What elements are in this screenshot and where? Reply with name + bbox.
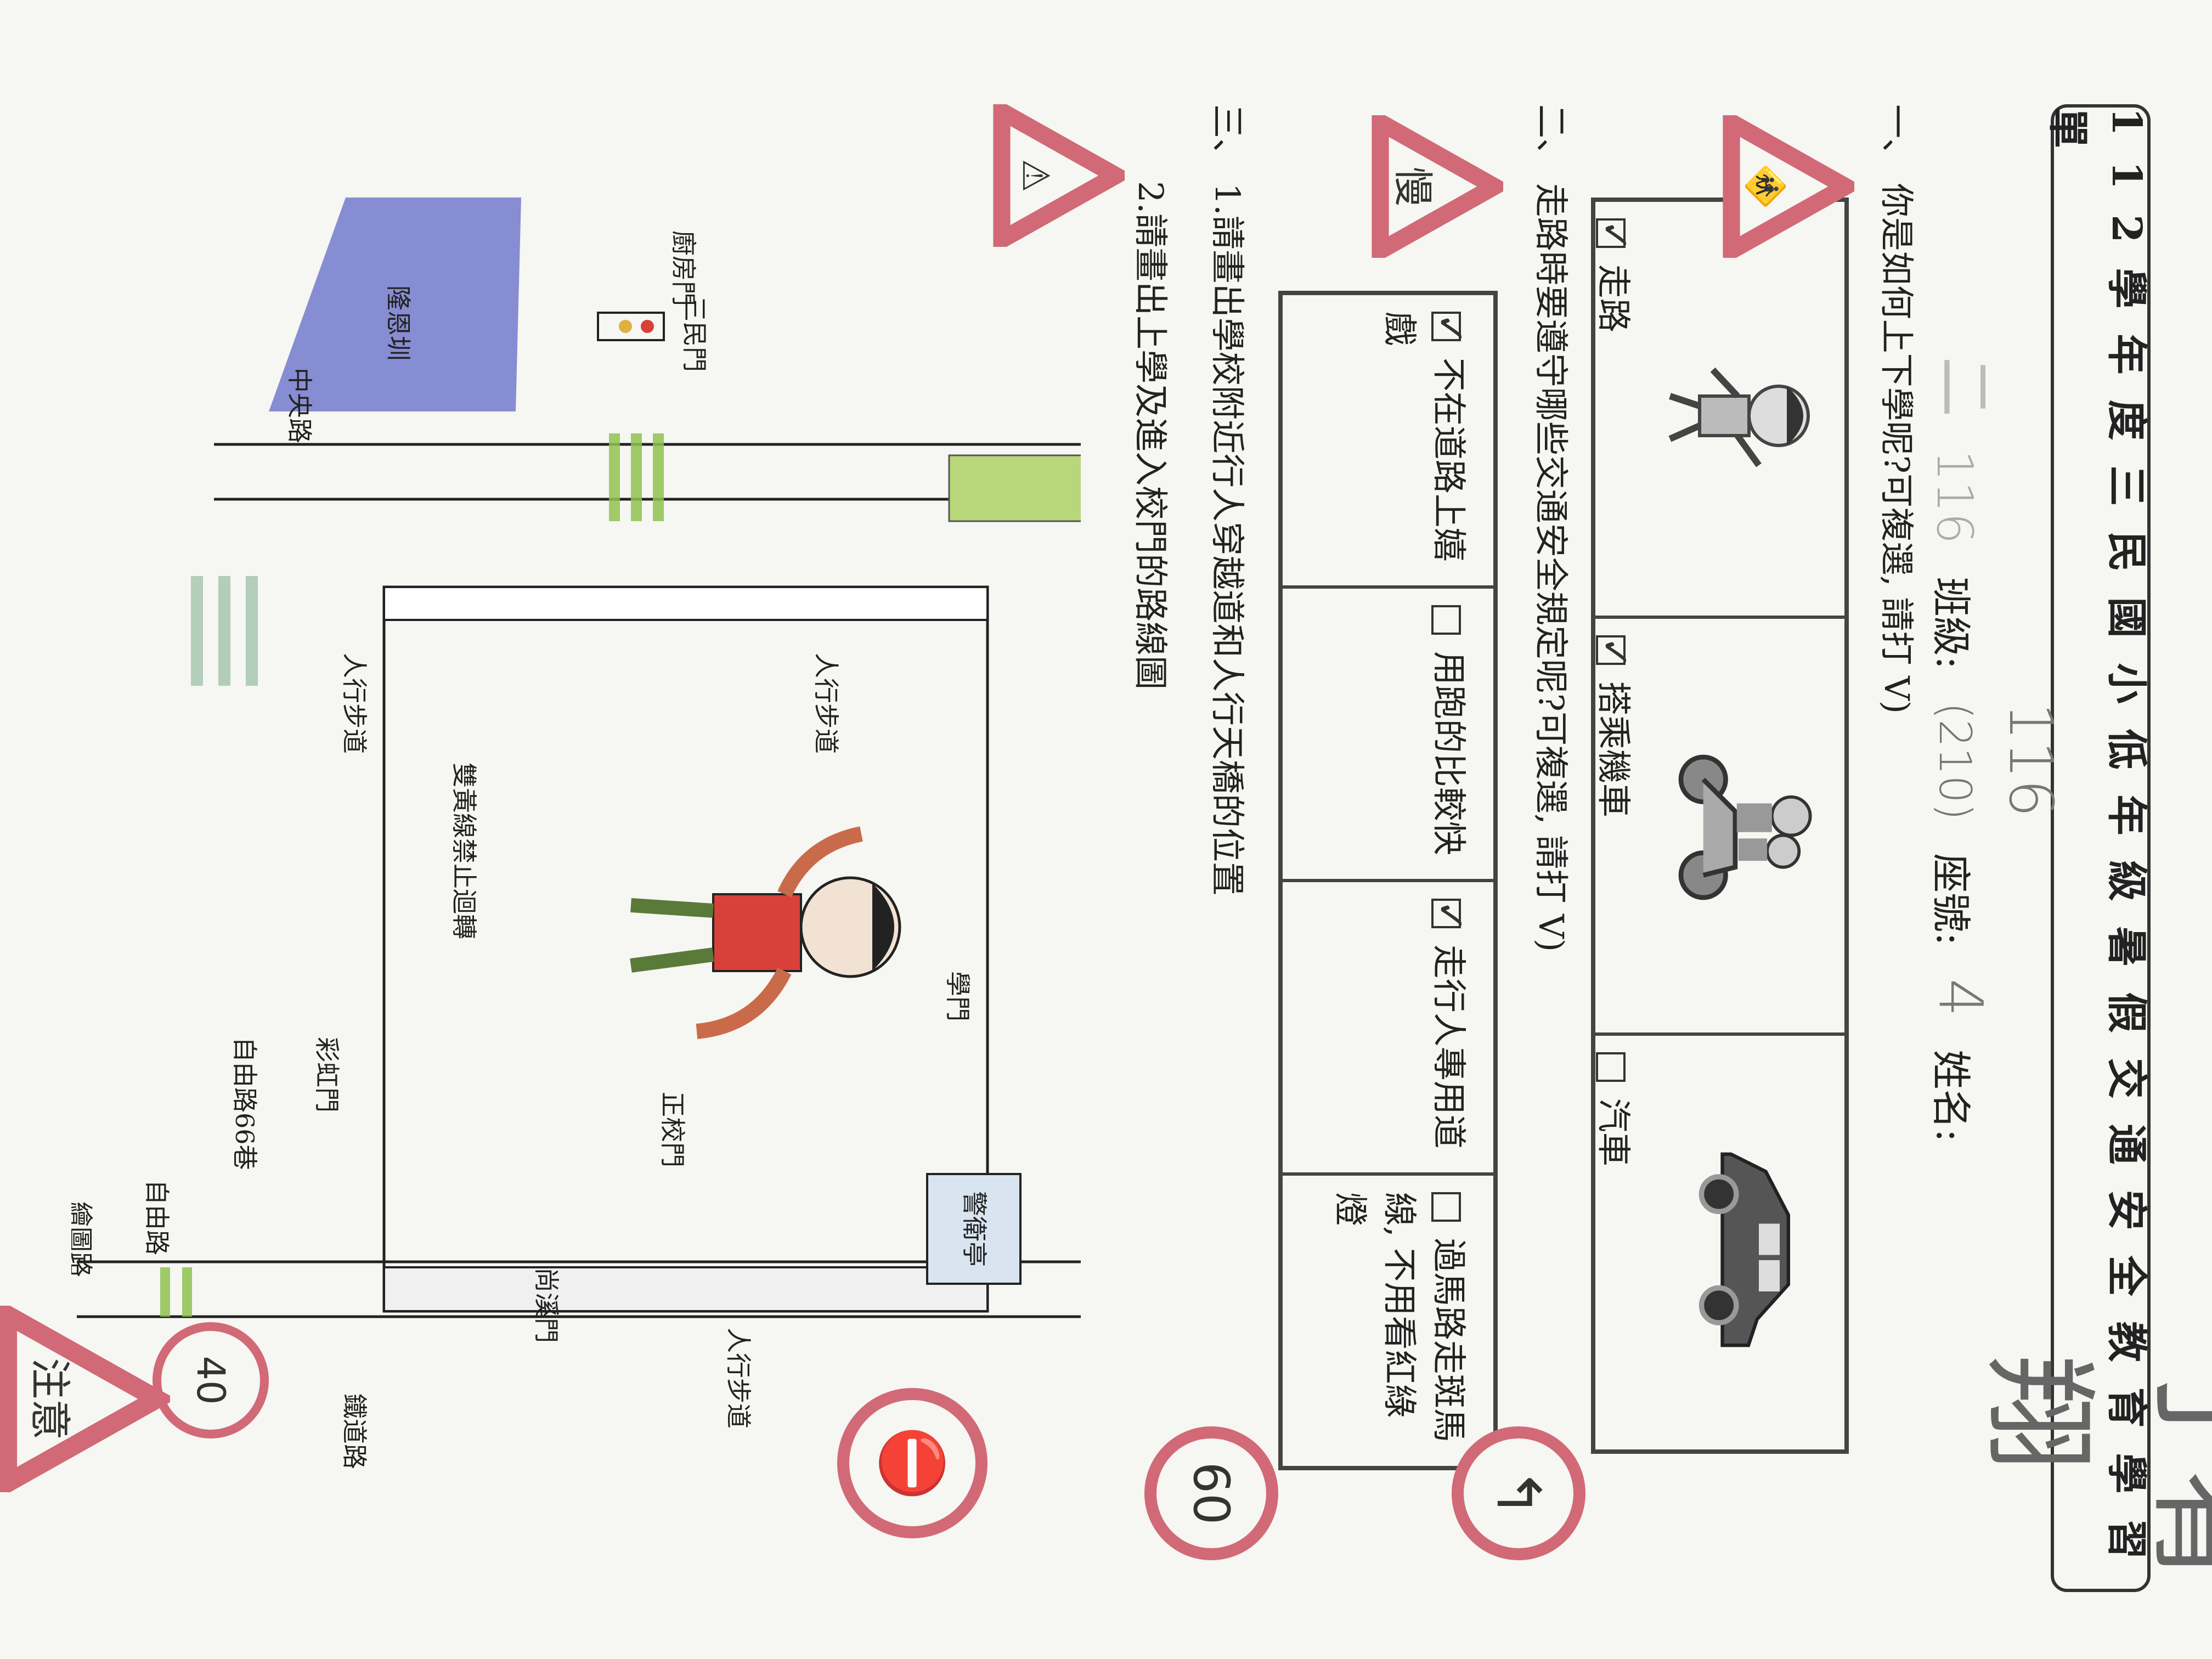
school-route-map: 隆恩圳 中央路 人行步道 人行步道 人行步道 雙 xyxy=(71,198,1081,1469)
checkbox-q2-1[interactable] xyxy=(1431,312,1462,341)
warning-triangle-sign-1: 🚸 xyxy=(1723,115,1854,258)
crosswalk-3 xyxy=(160,1267,192,1317)
checkbox-q2-2[interactable] xyxy=(1431,605,1462,635)
road-zhongyang: 中央路 xyxy=(285,368,314,443)
car-icon xyxy=(1699,1152,1790,1347)
stamp-mark: 二 xyxy=(1929,357,1999,417)
q2-option-3[interactable]: 走行人專用道 xyxy=(1281,881,1495,1174)
checkbox-car[interactable] xyxy=(1596,1052,1626,1082)
walking-boy-icon xyxy=(1668,367,1810,467)
question-2: 二、 走路時要遵守哪些交通安全規定呢?可複選, 請打 V) xyxy=(1531,104,1571,952)
q1-option-walk[interactable]: 走路 xyxy=(1594,200,1846,617)
road-ziyou-lane-label: 自由路66巷 xyxy=(230,1037,259,1170)
slow-sign-text: 慢 xyxy=(1389,167,1436,207)
gate-xiaoxi-label: 尚溪門 xyxy=(532,1267,561,1343)
warning-sign-text: 注意 xyxy=(26,1358,74,1440)
no-turn-sign: ↰ xyxy=(1452,1426,1585,1560)
question-1: 一、 你是如何上下學呢?可複選, 請打 V) xyxy=(1877,104,1917,714)
seat-label: 座號: xyxy=(1928,853,1974,946)
q1-option-car[interactable]: 汽車 xyxy=(1594,1034,1846,1451)
child-drawing xyxy=(630,826,901,1039)
class-handwritten: 116 xyxy=(1926,450,1983,544)
q2-option-1[interactable]: 不在道路上嬉戲 xyxy=(1281,294,1495,587)
guard-booth xyxy=(926,1173,1022,1285)
worksheet: 112學年度三民國小低年級暑假交通安全教育學習單 丁宥翔 二 116 班級: 1… xyxy=(0,82,2212,1592)
crosswalk-2 xyxy=(191,576,258,686)
question-3-2: 2.請畫出上學及進入校門的路線圖 xyxy=(1131,181,1171,690)
gate-kitchen-label: 廚房門 xyxy=(669,230,698,306)
sidewalk-strip xyxy=(383,1266,989,1312)
checkbox-walk[interactable] xyxy=(1596,218,1626,248)
no-uturn-label: 雙黃線禁止迴轉 xyxy=(449,763,479,939)
canal-area xyxy=(269,198,521,411)
speed-limit-60-sign: 60 xyxy=(1144,1426,1278,1560)
checkbox-q2-4[interactable] xyxy=(1431,1192,1462,1222)
crosswalk-1 xyxy=(609,433,664,521)
question-3: 三、 1.請畫出學校附近行人穿越道和人行天橋的位置 xyxy=(1207,104,1248,896)
q2-options-grid: 不在道路上嬉戲 用跑的比較快 走行人專用道 過馬路走斑馬線, 不用看紅綠燈 xyxy=(1278,291,1498,1470)
name-label: 姓名: xyxy=(1928,1049,1974,1142)
svg-text:⚠: ⚠ xyxy=(1014,159,1058,193)
warning-triangle-sign-2: 慢 xyxy=(1372,115,1503,258)
road-tiedao-label: 鐵道路 xyxy=(340,1393,369,1469)
student-info: 二 116 班級: 116 (210) 座號: 4 姓名: xyxy=(1926,357,2066,1564)
gate-sanmin-label: 三民門 xyxy=(680,296,709,372)
booth-label: 警衛亭 xyxy=(960,1191,989,1267)
scooter-icon xyxy=(1678,754,1812,900)
canal-label: 隆恩圳 xyxy=(383,285,413,361)
class-value: 116 (210) xyxy=(1929,702,2066,821)
checkbox-scooter[interactable] xyxy=(1596,635,1626,665)
sidewalk-label-2: 人行步道 xyxy=(340,653,369,754)
class-label: 班級: xyxy=(1928,577,1974,670)
seat-value: 4 xyxy=(1926,978,1996,1017)
sidewalk-strip xyxy=(383,586,989,621)
gate-main-label: 正校門 xyxy=(658,1092,687,1167)
warning-triangle-sign-3: ⚠ xyxy=(993,104,1125,247)
student-gate-label: 學門 xyxy=(943,971,973,1022)
q2-option-4[interactable]: 過馬路走斑馬線, 不用看紅綠燈 xyxy=(1281,1174,1495,1468)
checkbox-q2-3[interactable] xyxy=(1431,899,1462,928)
sidewalk-label-3: 人行步道 xyxy=(724,1328,753,1429)
school-block xyxy=(382,585,989,1313)
road-ziyou-label: 自由路 xyxy=(142,1180,172,1255)
pedestrian-bridge xyxy=(948,454,1081,522)
q1-option-scooter[interactable]: 搭乘機車 xyxy=(1594,617,1846,1034)
q1-options-grid: 走路 搭乘機車 xyxy=(1591,198,1849,1454)
gate-rainbow-label: 彩虹門 xyxy=(312,1037,342,1113)
q2-option-2[interactable]: 用跑的比較快 xyxy=(1281,587,1495,881)
road-huitu-label: 繪圖路 xyxy=(71,1201,95,1277)
sidewalk-label-1: 人行步道 xyxy=(811,653,841,754)
svg-text:🚸: 🚸 xyxy=(1744,163,1787,210)
warning-triangle-sign-4: 注意 xyxy=(0,1306,170,1492)
